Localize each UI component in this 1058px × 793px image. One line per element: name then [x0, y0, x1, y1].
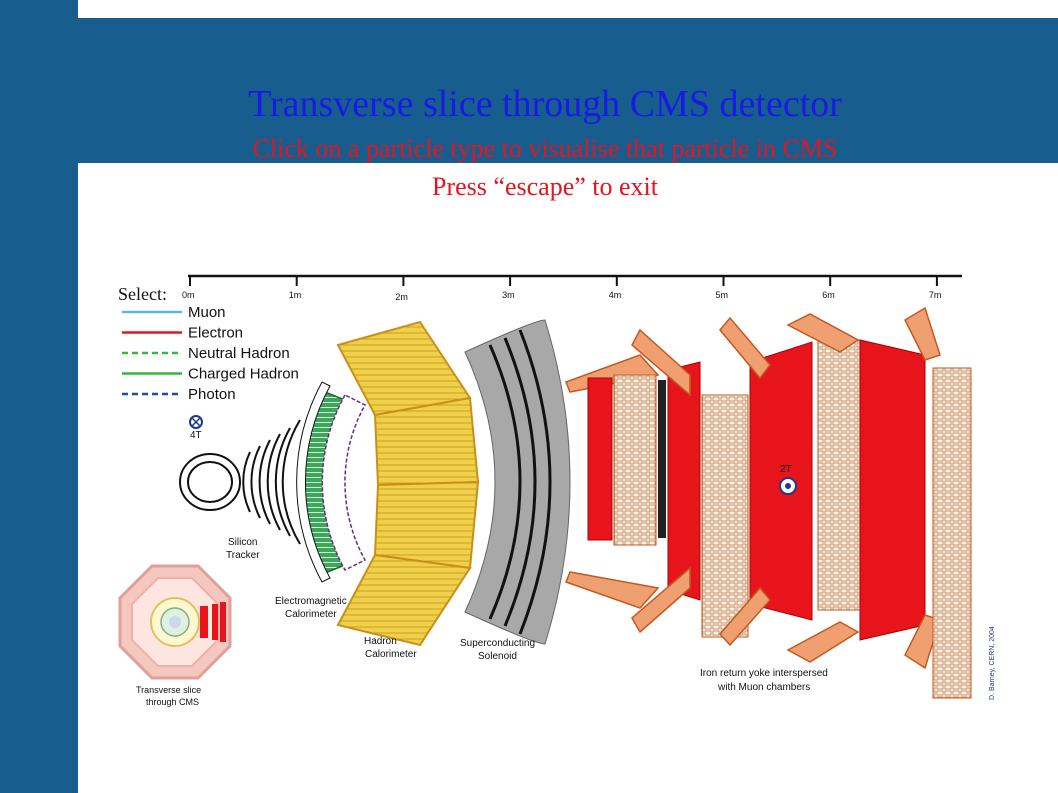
slide-subtitle: Click on a particle type to visualise th…: [252, 134, 838, 163]
field-2t-icon: [779, 477, 797, 495]
iron-return-yoke: [565, 306, 972, 699]
slide-title: Transverse slice through CMS detector: [248, 83, 842, 125]
legend-item-muon[interactable]: Muon: [122, 304, 226, 321]
yoke-label-1: Iron return yoke interspersed: [700, 668, 828, 679]
legend-item-charged-hadron[interactable]: Charged Hadron: [122, 366, 299, 383]
header-band: [78, 18, 1058, 163]
scale-tick-label: 1m: [289, 290, 302, 300]
scale-tick-label: 0m: [182, 290, 195, 300]
distance-scale: 0m 1m 2m 3m 4m 5m 6m 7m: [182, 274, 962, 302]
legend-label: Photon: [188, 386, 236, 403]
credit-text: D. Barney, CERN, 2004: [989, 626, 996, 700]
inset-thumbnail: [118, 564, 232, 680]
silicon-tracker-label-1: Silicon: [228, 537, 257, 548]
inset-label-2: through CMS: [146, 697, 199, 707]
superconducting-solenoid: [464, 319, 571, 645]
field-2t-label: 2T: [780, 464, 792, 475]
legend-label: Neutral Hadron: [188, 345, 290, 362]
field-4t-label: 4T: [190, 430, 202, 441]
slide-instruction: Press “escape” to exit: [432, 172, 658, 201]
legend-item-photon[interactable]: Photon: [122, 386, 236, 403]
legend-label: Charged Hadron: [188, 366, 299, 383]
scale-tick-label: 7m: [929, 290, 942, 300]
scale-tick-label: 6m: [822, 290, 835, 300]
legend-item-neutral-hadron[interactable]: Neutral Hadron: [122, 345, 290, 362]
yoke-label-2: with Muon chambers: [717, 682, 810, 693]
scale-tick-label: 5m: [716, 290, 729, 300]
hcal-label-2: Calorimeter: [365, 649, 417, 660]
scale-tick-label: 3m: [502, 290, 515, 300]
hcal-label-1: Hadron: [364, 636, 397, 647]
legend-label: Electron: [188, 325, 243, 342]
legend-item-electron[interactable]: Electron: [122, 325, 243, 342]
silicon-tracker: [179, 419, 301, 545]
ecal-label-2: Calorimeter: [285, 609, 337, 620]
legend-select-label: Select:: [118, 284, 167, 304]
scale-tick-label: 2m: [395, 292, 408, 302]
electromagnetic-calorimeter: [296, 381, 367, 583]
field-4t-icon: [189, 415, 203, 429]
inset-label-1: Transverse slice: [136, 685, 201, 695]
legend-label: Muon: [188, 304, 226, 321]
hadron-calorimeter: [336, 320, 480, 647]
scale-tick-label: 4m: [609, 290, 622, 300]
top-strip: [78, 0, 1058, 18]
left-sidebar-bar: [0, 0, 78, 793]
silicon-tracker-label-2: Tracker: [226, 550, 260, 561]
ecal-label-1: Electromagnetic: [275, 596, 347, 607]
solenoid-label-2: Solenoid: [478, 651, 517, 662]
solenoid-label-1: Superconducting: [460, 638, 535, 649]
